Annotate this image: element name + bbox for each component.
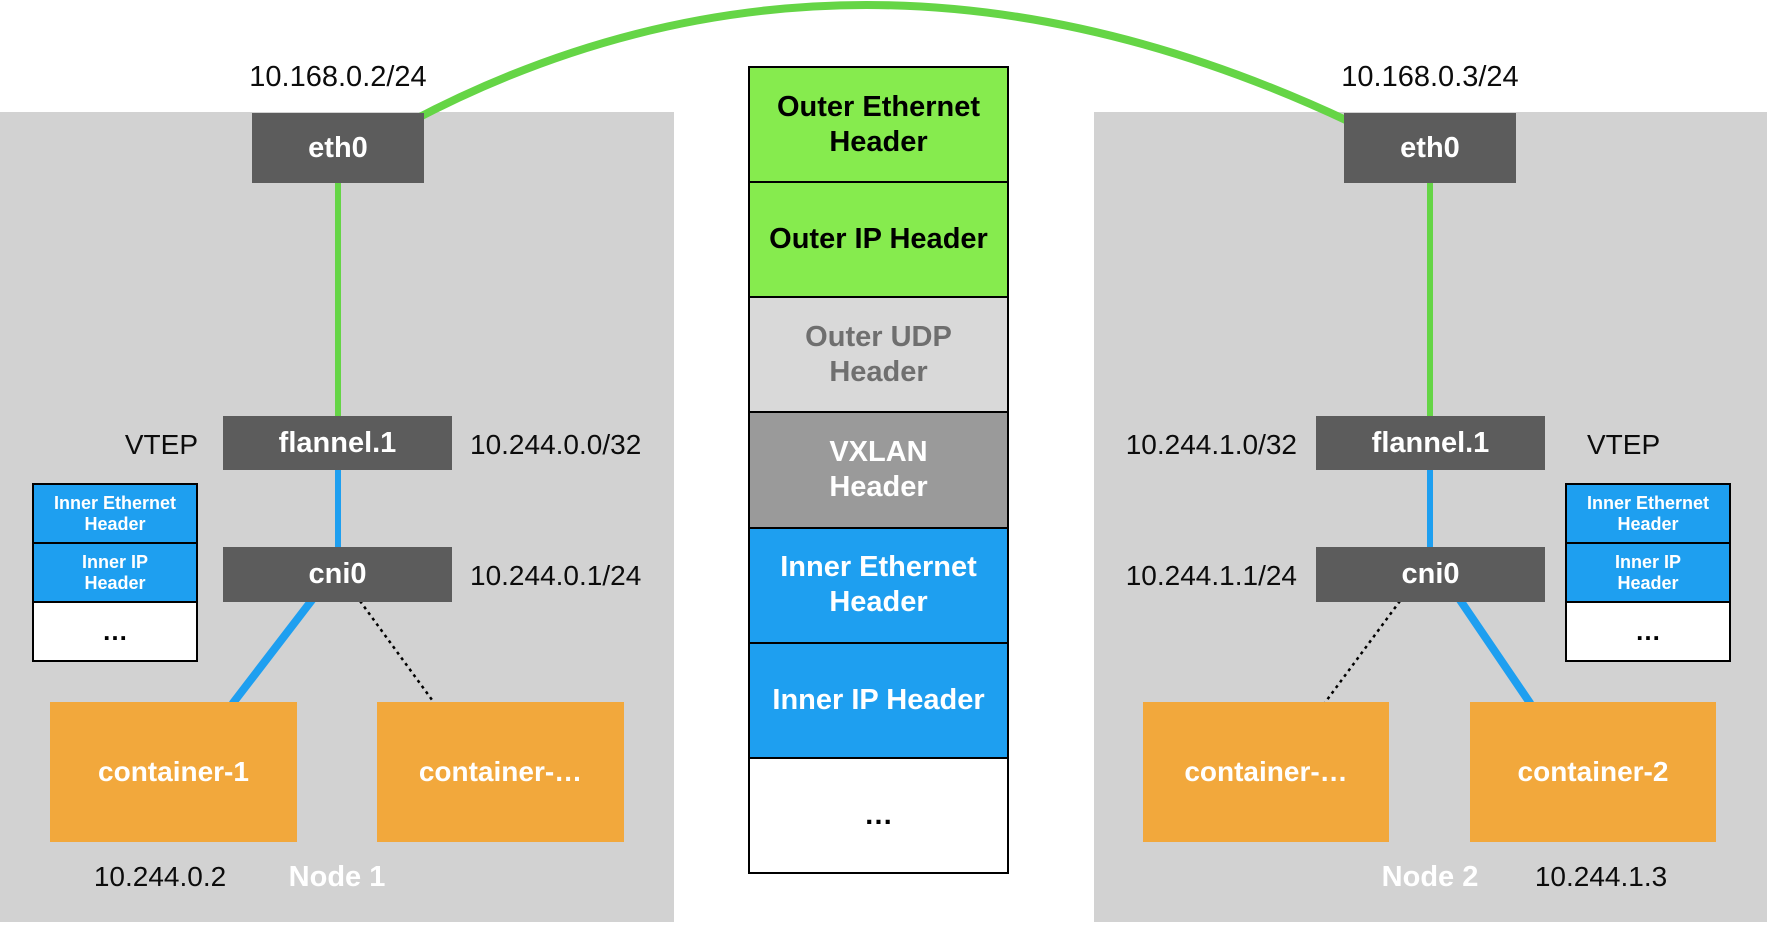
node1-flannel-ip-label: 10.244.0.0/32	[470, 429, 642, 460]
node1-flannel-interface: flannel.1	[223, 416, 452, 470]
node1-eth0-ip-label: 10.168.0.2/24	[249, 61, 427, 93]
node2-cni-container1-dotted-link	[1322, 600, 1402, 705]
node1-cni-container1-veth-link	[229, 596, 316, 707]
node2-cni0-ip-label: 10.244.1.1/24	[1125, 560, 1297, 591]
node2-container-other: container-…	[1143, 702, 1389, 842]
node2-title: Node 2	[1381, 861, 1479, 893]
node1-cni0-ip-label: 10.244.0.1/24	[470, 560, 642, 591]
packet-layer-outer-ethernet: Outer Ethernet Header	[750, 68, 1007, 182]
node2-cni-container2-veth-link	[1456, 596, 1534, 707]
node2-container2-ip-label: 10.244.1.3	[1534, 861, 1668, 892]
node1-cni-container2-dotted-link	[358, 600, 437, 705]
packet-layer-payload: …	[750, 756, 1007, 872]
node2-inner-ethernet-header: Inner Ethernet Header	[1567, 485, 1729, 542]
node2-container-2: container-2	[1470, 702, 1716, 842]
node2-inner-packet-stack: Inner Ethernet Header Inner IP Header …	[1565, 483, 1731, 662]
node2-cni0-bridge: cni0	[1316, 547, 1545, 602]
node1-container-1: container-1	[50, 702, 297, 842]
node1-inner-ethernet-header: Inner Ethernet Header	[34, 485, 196, 542]
node2-inner-ip-header: Inner IP Header	[1567, 542, 1729, 601]
node1-inner-ip-header: Inner IP Header	[34, 542, 196, 601]
node1-eth0-interface: eth0	[252, 113, 424, 183]
node1-cni0-bridge: cni0	[223, 547, 452, 602]
vxlan-packet-stack: Outer Ethernet Header Outer IP Header Ou…	[748, 66, 1009, 874]
packet-layer-outer-udp: Outer UDP Header	[750, 296, 1007, 412]
node1-inner-packet-stack: Inner Ethernet Header Inner IP Header …	[32, 483, 198, 662]
node1-vtep-label: VTEP	[124, 429, 198, 460]
node2-flannel-ip-label: 10.244.1.0/32	[1125, 429, 1297, 460]
packet-layer-inner-ip: Inner IP Header	[750, 641, 1007, 757]
underlay-network-arc	[406, 1, 1354, 126]
packet-layer-inner-ethernet: Inner Ethernet Header	[750, 526, 1007, 642]
node1-inner-payload: …	[34, 601, 196, 660]
node1-title: Node 1	[288, 861, 386, 893]
node2-eth0-interface: eth0	[1344, 113, 1516, 183]
node2-inner-payload: …	[1567, 601, 1729, 660]
node2-flannel-interface: flannel.1	[1316, 416, 1545, 470]
packet-layer-outer-ip: Outer IP Header	[750, 181, 1007, 297]
node2-vtep-label: VTEP	[1587, 429, 1661, 460]
node1-container-other: container-…	[377, 702, 624, 842]
packet-layer-vxlan: VXLAN Header	[750, 411, 1007, 527]
node2-eth0-ip-label: 10.168.0.3/24	[1341, 61, 1519, 93]
node1-container1-ip-label: 10.244.0.2	[93, 861, 227, 892]
